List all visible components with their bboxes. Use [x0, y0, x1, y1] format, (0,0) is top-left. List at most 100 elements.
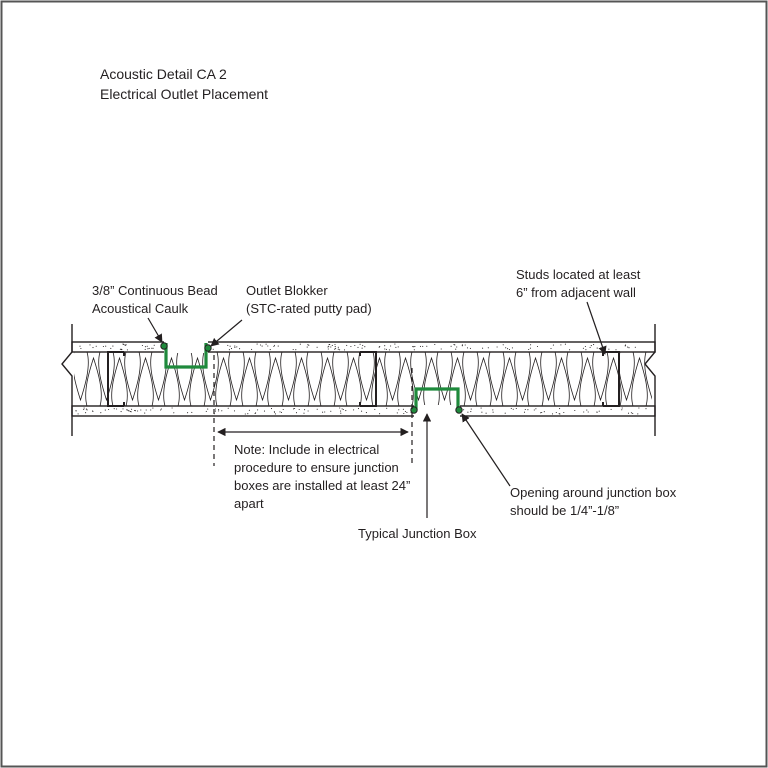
board-speckle — [582, 347, 584, 349]
board-speckle — [104, 409, 106, 411]
board-speckle — [584, 345, 586, 348]
board-speckle — [259, 344, 262, 346]
board-speckle — [227, 344, 229, 346]
caulk-bead-dot — [160, 342, 168, 350]
board-speckle — [89, 344, 91, 346]
board-speckle — [563, 411, 565, 414]
board-speckle — [555, 411, 557, 414]
board-speckle — [361, 410, 363, 412]
board-speckle — [550, 347, 552, 350]
board-speckle — [282, 408, 284, 411]
board-speckle — [119, 348, 121, 350]
opening-label-line-1: Opening around junction box — [510, 485, 677, 500]
board-speckle — [141, 344, 143, 347]
board-speckle — [334, 348, 336, 350]
board-speckle — [92, 347, 94, 349]
board-speckle — [596, 347, 598, 349]
board-speckle — [386, 407, 388, 409]
board-speckle — [205, 410, 207, 412]
board-speckle — [507, 348, 509, 350]
board-speckle — [187, 412, 189, 414]
board-speckle — [228, 349, 230, 351]
opening-leader — [461, 413, 511, 487]
board-speckle — [587, 411, 589, 413]
board-speckle — [130, 411, 132, 413]
board-speckle — [256, 343, 258, 345]
board-speckle — [463, 409, 465, 411]
board-speckle — [470, 408, 472, 410]
board-speckle — [419, 345, 422, 347]
board-speckle — [299, 343, 301, 345]
board-speckle — [412, 346, 414, 348]
board-speckle — [413, 346, 415, 348]
board-speckle — [505, 347, 507, 349]
board-speckle — [229, 345, 231, 347]
board-speckle — [279, 411, 281, 413]
board-speckle — [598, 410, 600, 412]
board-speckle — [374, 408, 376, 410]
board-speckle — [274, 413, 276, 415]
board-speckle — [645, 408, 647, 410]
board-speckle — [214, 408, 217, 410]
insulation-loops — [74, 352, 652, 406]
board-speckle — [254, 412, 256, 415]
studs-label-line-1: Studs located at least — [516, 267, 641, 282]
board-speckle — [171, 407, 173, 409]
board-speckle — [467, 411, 469, 413]
board-speckle — [330, 346, 332, 348]
board-speckle — [261, 345, 263, 347]
board-speckle — [102, 345, 104, 348]
board-speckle — [469, 347, 471, 349]
board-speckle — [621, 409, 623, 411]
board-speckle — [126, 349, 128, 351]
right-break-line — [644, 324, 656, 436]
board-speckle — [316, 346, 318, 348]
board-speckle — [292, 348, 294, 351]
board-speckle — [482, 347, 484, 349]
note-line-1: Note: Include in electrical — [234, 442, 379, 457]
studs-leader — [586, 301, 607, 355]
board-speckle — [147, 348, 149, 350]
board-speckle — [541, 411, 543, 414]
board-speckle — [632, 412, 634, 414]
board-speckle — [131, 408, 133, 410]
board-speckle — [585, 349, 587, 351]
board-speckle — [230, 348, 233, 350]
board-speckle — [586, 409, 588, 411]
board-speckle — [434, 343, 436, 346]
board-speckle — [511, 347, 513, 349]
board-speckle — [637, 413, 639, 415]
board-speckle — [638, 407, 640, 409]
board-speckle — [234, 346, 236, 349]
board-speckle — [414, 345, 416, 348]
caulk-label-line-2: Acoustical Caulk — [92, 301, 189, 316]
board-speckle — [403, 412, 405, 415]
board-speckle — [306, 346, 308, 348]
board-speckle — [329, 343, 331, 346]
board-speckle — [456, 346, 458, 348]
board-speckle — [83, 407, 85, 409]
board-speckle — [504, 412, 506, 414]
insulation-batts — [74, 352, 652, 406]
board-speckle — [523, 411, 526, 413]
board-speckle — [346, 344, 348, 346]
board-speckle — [239, 348, 241, 350]
board-speckle — [530, 344, 532, 346]
board-speckle — [593, 344, 595, 346]
board-speckle — [214, 410, 217, 412]
opening-label-line-2: should be 1/4”-1/8” — [510, 503, 619, 518]
board-speckle — [604, 347, 606, 349]
board-speckle — [85, 412, 87, 414]
board-speckle — [362, 344, 364, 346]
board-speckle — [307, 410, 309, 412]
board-speckle — [357, 346, 359, 348]
board-speckle — [140, 409, 142, 411]
board-speckle — [485, 412, 487, 414]
board-speckle — [515, 407, 517, 410]
board-speckle — [402, 408, 404, 410]
title-line-2: Electrical Outlet Placement — [100, 86, 268, 102]
board-speckle — [634, 346, 636, 348]
board-speckle — [335, 347, 337, 349]
board-speckle — [79, 345, 81, 347]
